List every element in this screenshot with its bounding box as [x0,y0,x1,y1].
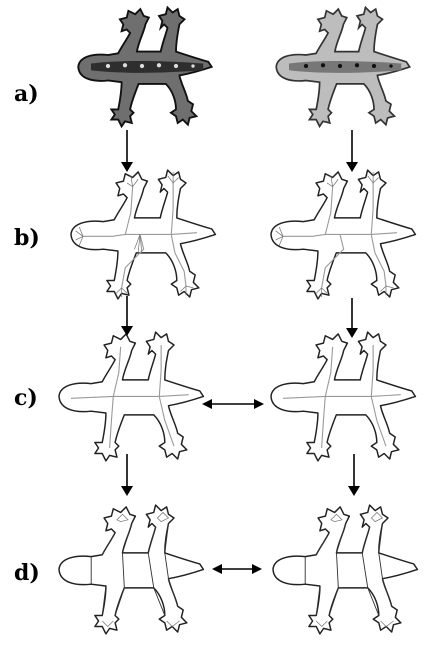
gecko-skeleton-left [59,332,203,461]
arrow-a-to-b-right [346,130,358,172]
arrow-c-to-d-right [348,454,360,496]
gecko-segmentation-left [59,505,203,634]
arrow-c-to-d-left [121,454,133,496]
row-label-d: d) [14,560,40,586]
gecko-photo-left [78,7,211,126]
row-label-c: c) [14,385,38,411]
arrow-b-to-c-right [346,298,358,338]
double-arrow-row-c [202,399,264,409]
row-label-b: b) [14,225,40,251]
arrow-a-to-b-left [121,130,133,172]
gecko-outline-medial-right [271,170,415,299]
arrow-b-to-c-left [121,296,133,336]
gecko-skeleton-right [271,332,415,461]
double-arrow-row-d [212,564,262,574]
gecko-photo-right [276,7,409,126]
row-label-a: a) [14,81,39,107]
gecko-outline-medial-left [71,170,215,299]
gecko-segmentation-right [273,505,417,634]
